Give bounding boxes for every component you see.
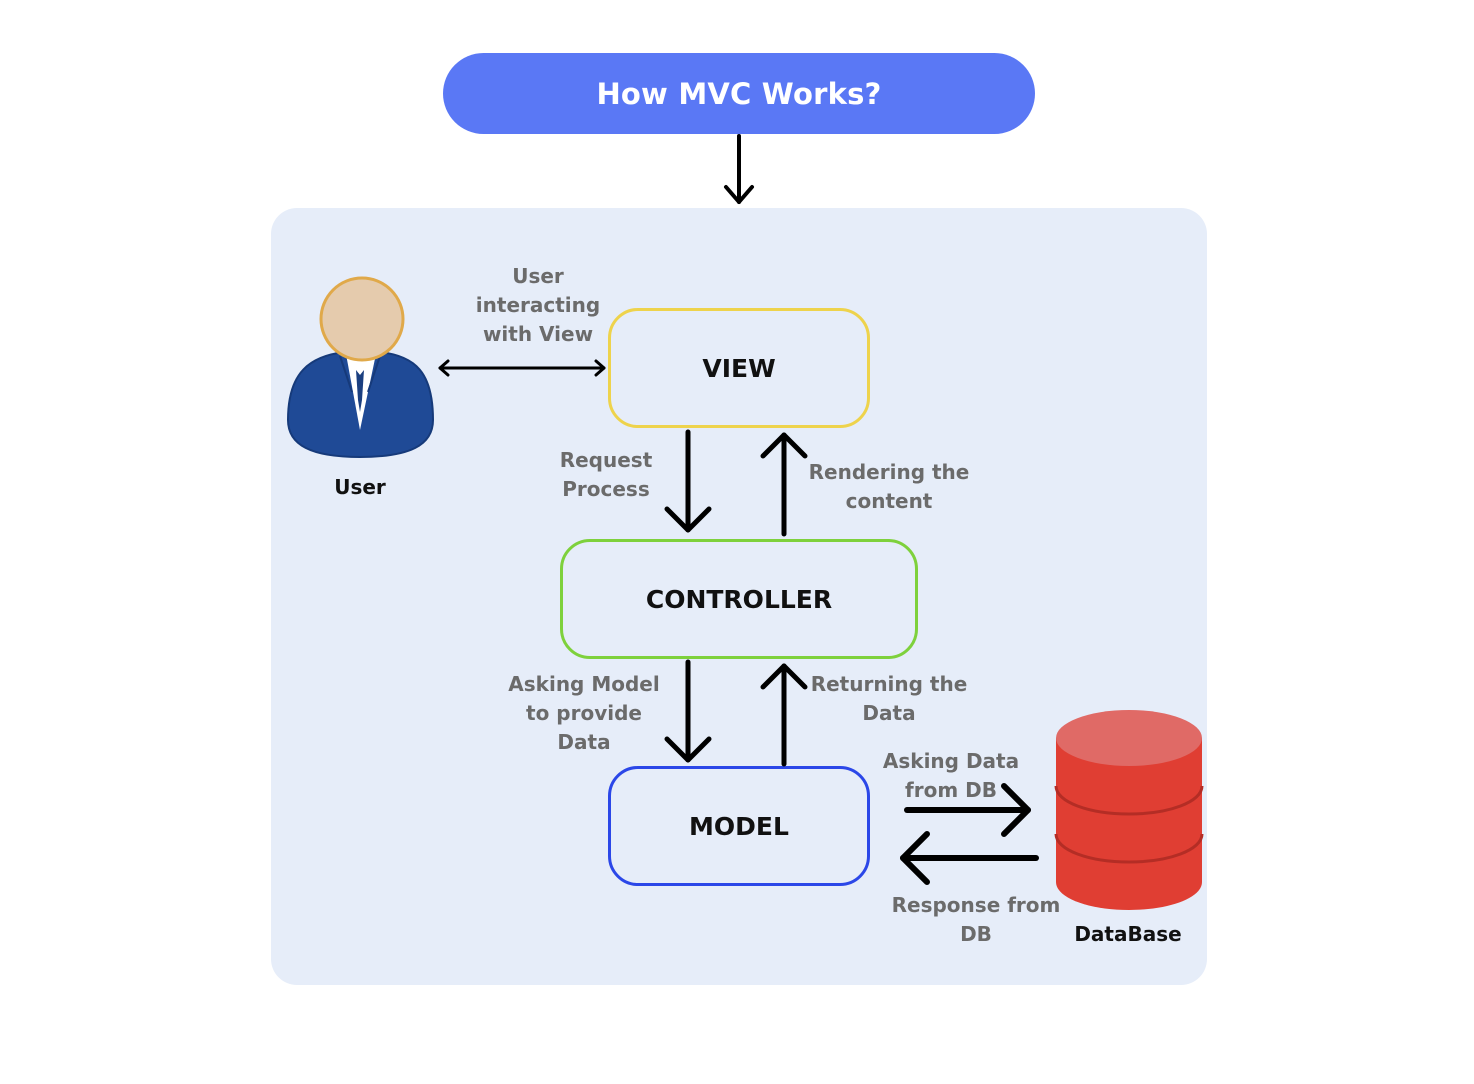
controller-node: CONTROLLER (560, 539, 918, 659)
controller-node-label: CONTROLLER (645, 584, 833, 614)
user-view-label: User interacting with View (475, 264, 601, 346)
db-response-label: Response from DB (891, 893, 1061, 946)
title-arrow (724, 134, 754, 204)
model-node-label: MODEL (689, 811, 789, 841)
diagram-title: How MVC Works? (443, 53, 1035, 134)
returning-data-label: Returning the Data (810, 672, 968, 725)
request-process-label: Request Process (559, 448, 653, 501)
model-node: MODEL (608, 766, 870, 886)
database-caption: DataBase (1074, 922, 1182, 946)
asking-db-label: Asking Data from DB (882, 749, 1020, 802)
user-caption: User (334, 475, 386, 499)
view-node: VIEW (608, 308, 870, 428)
view-node-label: VIEW (702, 353, 776, 383)
rendering-content-label: Rendering the content (808, 460, 970, 513)
asking-model-label: Asking Model to provide Data (508, 672, 660, 754)
